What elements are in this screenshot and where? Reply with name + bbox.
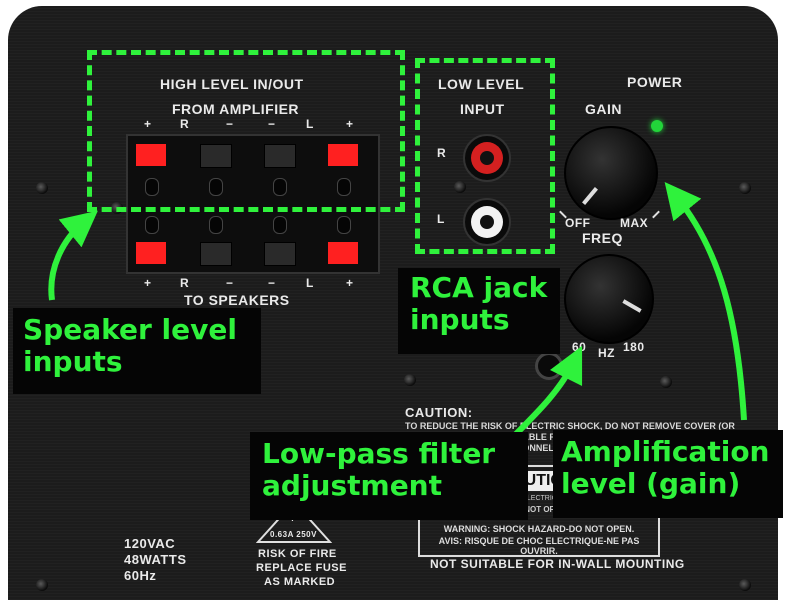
- hz-label: 60Hz: [124, 568, 157, 583]
- terminal-hole: [273, 216, 287, 234]
- power-led: [651, 120, 663, 132]
- do-not-open: DO NOT OPEN: [509, 505, 566, 514]
- panel-screw: [660, 376, 672, 388]
- callout-lowpass-line-1: Low-pass filter: [262, 437, 496, 470]
- high-level-title-1: HIGH LEVEL IN/OUT: [160, 76, 304, 92]
- callout-speaker-line-2: inputs: [23, 345, 123, 378]
- rca-r-label: R: [437, 146, 447, 160]
- terminal-bottom-r-minus[interactable]: [200, 242, 232, 266]
- risk-fire: RISK OF FIRE: [258, 548, 337, 560]
- freq-180-label: 180: [623, 340, 645, 354]
- terminal-hole: [273, 178, 287, 196]
- callout-amp-line-1: Amplification: [561, 435, 770, 468]
- callout-speaker-line-1: Speaker level: [23, 313, 237, 346]
- callout-rca-line-1: RCA jack: [410, 271, 548, 304]
- rca-jack-left[interactable]: [463, 198, 511, 246]
- warning-line-2: AVIS: RISQUE DE CHOC ELECTRIQUE-NE PAS O…: [438, 536, 640, 556]
- callout-lowpass: Low-pass filter adjustment: [250, 432, 528, 520]
- terminal-hole: [337, 178, 351, 196]
- caution-title: CAUTION:: [405, 405, 473, 420]
- rca-highlight: [415, 58, 555, 254]
- to-speakers-label: TO SPEAKERS: [184, 292, 290, 308]
- warning-line-1: WARNING: SHOCK HAZARD-DO NOT OPEN.: [443, 524, 635, 534]
- callout-lowpass-line-2: adjustment: [262, 469, 443, 502]
- risk-electric: RISK OF ELECTRIC SHOCK: [492, 495, 584, 502]
- terminal-top-right-red[interactable]: [328, 144, 358, 166]
- watts-label: 48WATTS: [124, 552, 187, 567]
- power-label: POWER: [627, 74, 683, 90]
- speaker-level-highlight: [87, 50, 405, 212]
- pol-minus: −: [226, 117, 234, 131]
- panel-screw: [404, 374, 416, 386]
- low-level-title-1: LOW LEVEL: [438, 76, 525, 92]
- pol-l: L: [306, 276, 314, 290]
- panel-screw: [739, 579, 751, 591]
- terminal-bottom-right-red[interactable]: [328, 242, 358, 264]
- panel-screw: [454, 181, 466, 193]
- gain-knob[interactable]: [564, 126, 658, 220]
- gain-label: GAIN: [585, 101, 622, 117]
- terminal-top-r-minus[interactable]: [200, 144, 232, 168]
- callout-amp-line-2: level (gain): [561, 467, 741, 500]
- gain-arrow: [664, 182, 747, 421]
- as-marked: AS MARKED: [264, 576, 336, 588]
- terminal-bottom-l-minus[interactable]: [264, 242, 296, 266]
- callout-speaker-level: Speaker level inputs: [13, 308, 261, 394]
- callout-rca: RCA jack inputs: [398, 268, 560, 354]
- pol-l: L: [306, 117, 314, 131]
- speaker-level-arrow: [48, 210, 98, 301]
- rca-jack-right[interactable]: [463, 134, 511, 182]
- terminal-hole: [209, 178, 223, 196]
- pol-minus: −: [226, 276, 234, 290]
- fuse-rating: 0.63A 250V: [270, 530, 317, 539]
- gain-max-label: MAX: [620, 216, 649, 230]
- terminal-bottom-left-red[interactable]: [136, 242, 166, 264]
- terminal-hole: [145, 216, 159, 234]
- gain-off-label: OFF: [565, 216, 591, 230]
- pol-plus: +: [144, 276, 152, 290]
- rca-l-label: L: [437, 212, 445, 226]
- terminal-top-left-red[interactable]: [136, 144, 166, 166]
- replace-fuse: REPLACE FUSE: [256, 562, 347, 574]
- pol-r: R: [180, 117, 190, 131]
- terminal-hole: [145, 178, 159, 196]
- pol-r: R: [180, 276, 190, 290]
- volt-label: 120VAC: [124, 536, 176, 551]
- terminal-top-l-minus[interactable]: [264, 144, 296, 168]
- pol-plus: +: [144, 117, 152, 131]
- high-level-title-2: FROM AMPLIFIER: [172, 101, 300, 117]
- pol-plus: +: [346, 117, 354, 131]
- panel-screw: [739, 182, 751, 194]
- freq-hz-label: HZ: [598, 346, 615, 360]
- lowpass-arrow: [509, 345, 583, 441]
- not-suitable-label: NOT SUITABLE FOR IN-WALL MOUNTING: [430, 557, 685, 571]
- fuse-triangle-icon: [256, 500, 332, 543]
- callout-rca-line-2: inputs: [410, 303, 510, 336]
- pol-plus: +: [346, 276, 354, 290]
- callout-amplification: Amplification level (gain): [553, 430, 783, 518]
- pol-minus: −: [268, 276, 276, 290]
- freq-label: FREQ: [582, 230, 623, 246]
- terminal-hole: [209, 216, 223, 234]
- freq-knob[interactable]: [564, 254, 654, 344]
- low-level-title-2: INPUT: [460, 101, 505, 117]
- panel-screw: [36, 182, 48, 194]
- panel-screw: [36, 579, 48, 591]
- pol-minus: −: [268, 117, 276, 131]
- speaker-terminal-block: [126, 134, 380, 274]
- terminal-hole: [337, 216, 351, 234]
